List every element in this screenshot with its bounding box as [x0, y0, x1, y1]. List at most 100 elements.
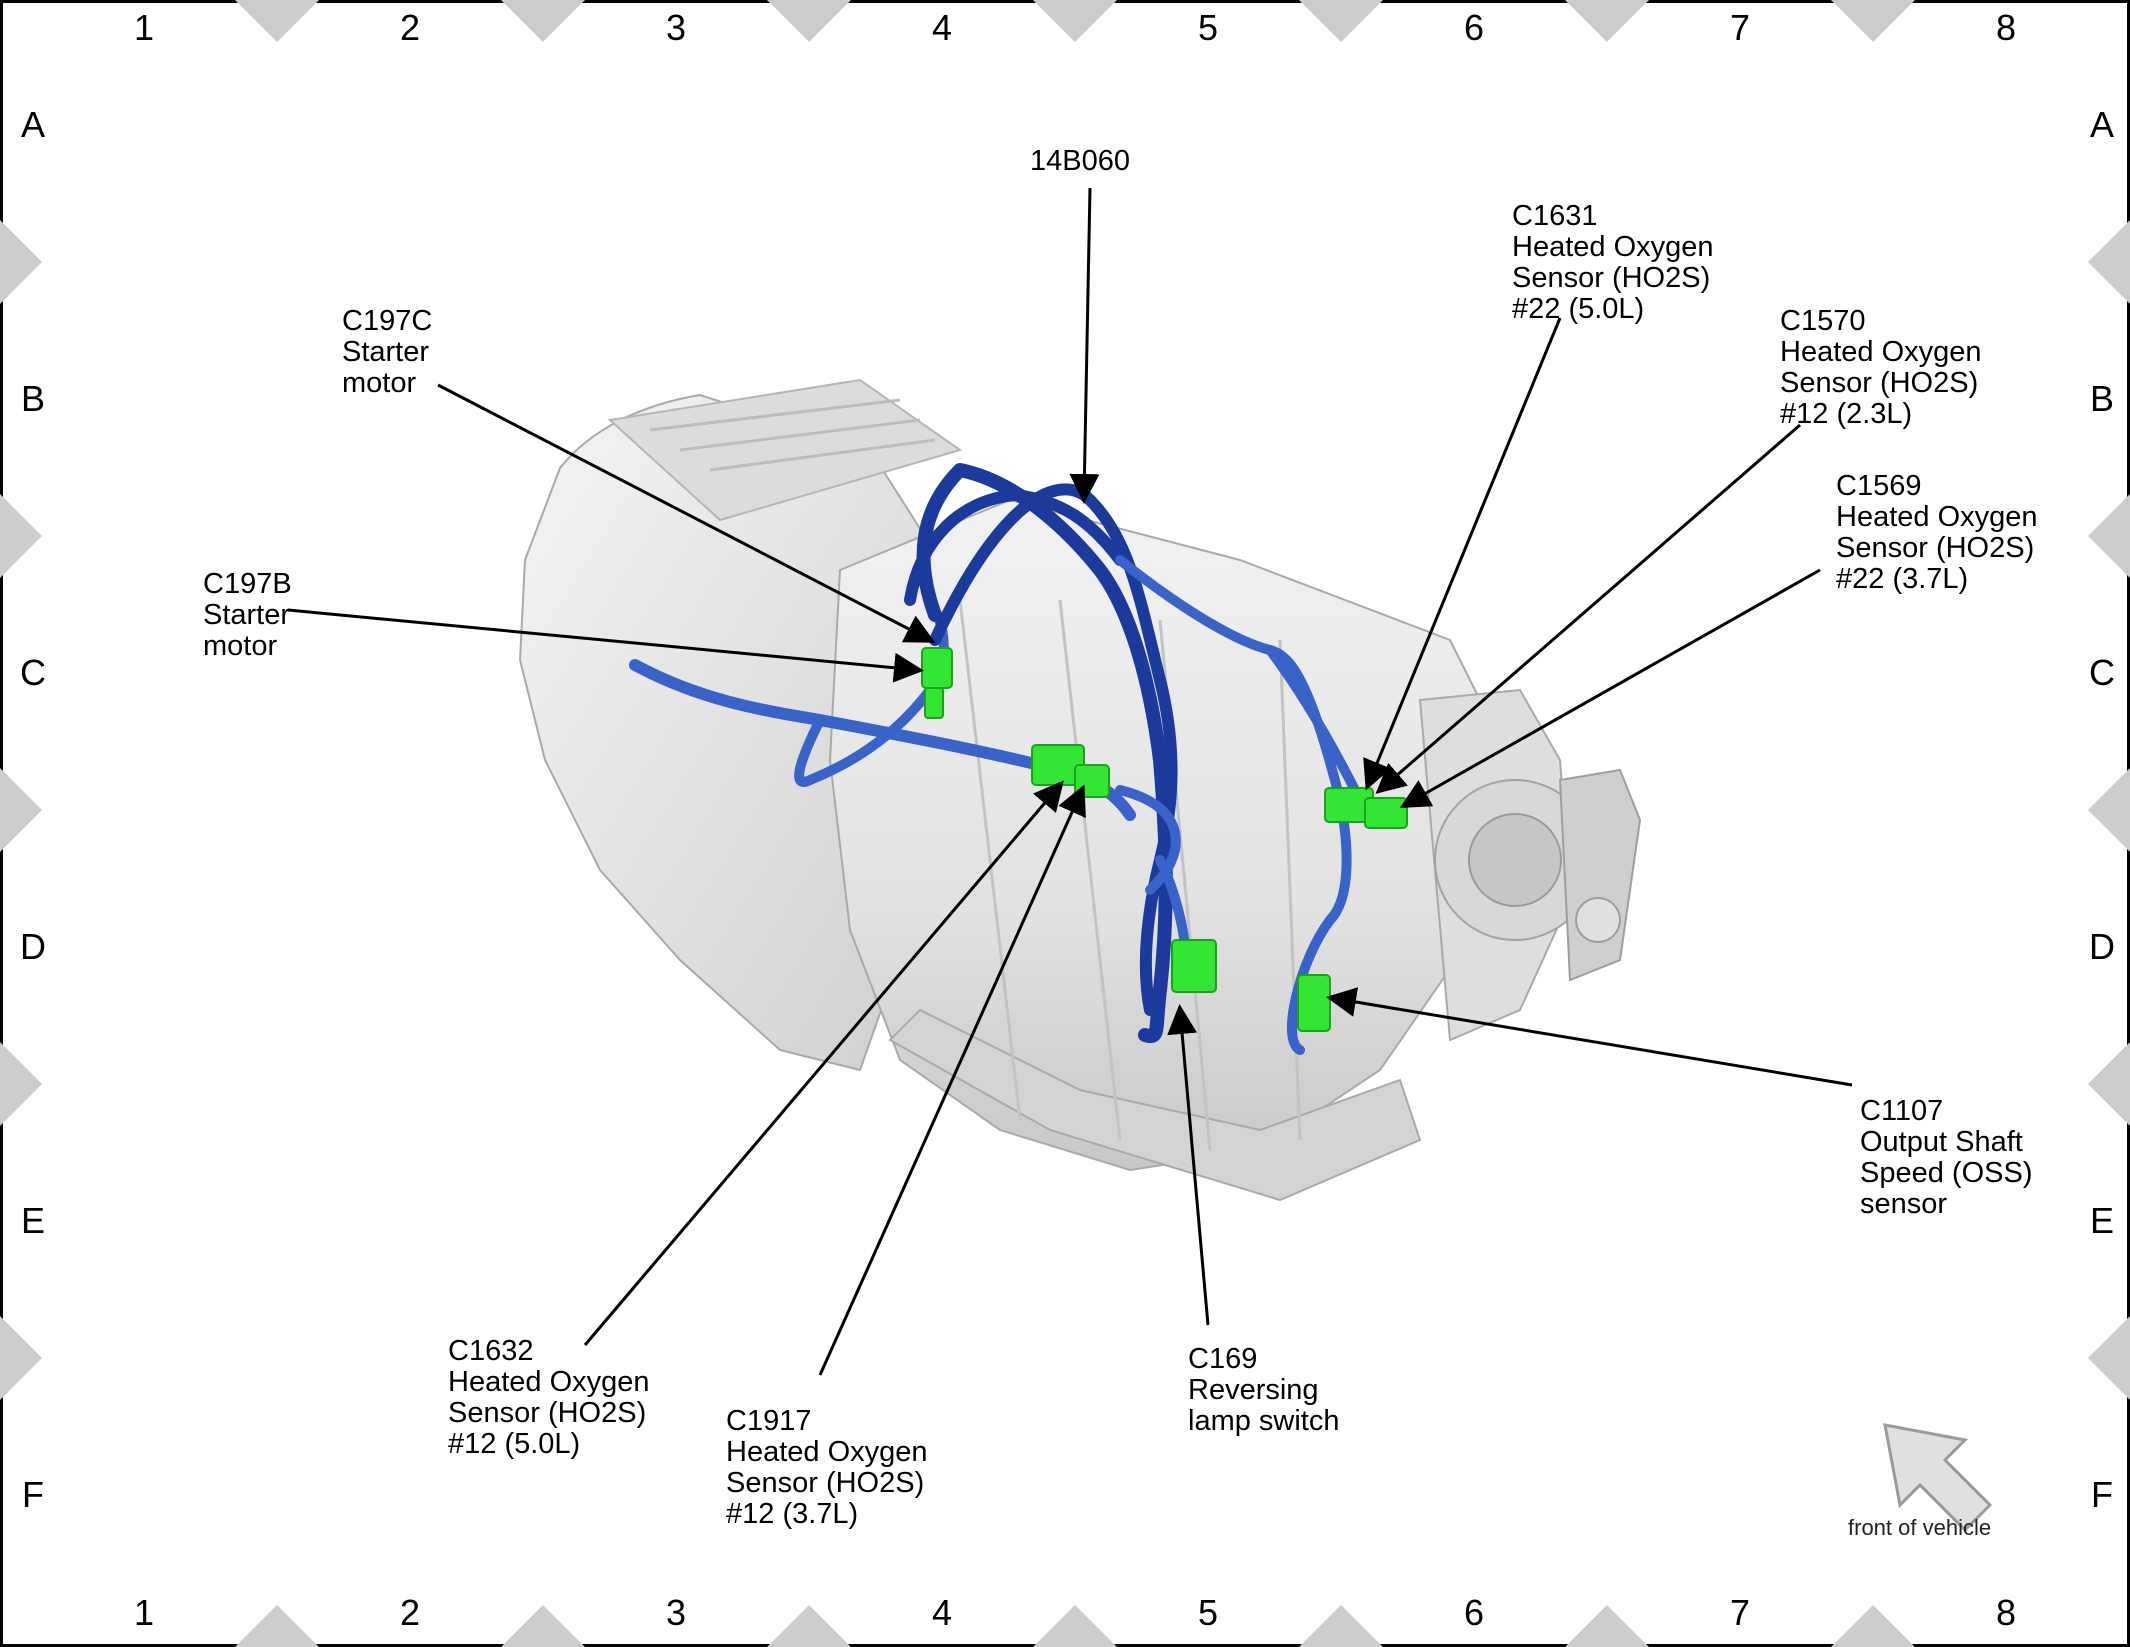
- callout-line: C1569: [1836, 470, 1921, 502]
- grid-column-label: 8: [1996, 7, 2016, 48]
- grid-column-label: 2: [400, 7, 420, 48]
- callout-c1632: C1632 Heated Oxygen Sensor (HO2S) #12 (5…: [448, 1335, 658, 1460]
- callout-c169: C169 Reversing lamp switch: [1188, 1343, 1340, 1437]
- case-detail-lines: [958, 599, 1302, 1151]
- frame-diamond: [235, 1605, 319, 1647]
- frame-diamond: [767, 0, 851, 42]
- callout-c1631: C1631 Heated Oxygen Sensor (HO2S) #22 (5…: [1512, 200, 1722, 325]
- grid-row-label: A: [2090, 104, 2114, 145]
- callout-14b060: 14B060: [1030, 145, 1130, 177]
- callout-line: 14B060: [1030, 145, 1130, 177]
- grid-row-label: F: [2091, 1474, 2113, 1515]
- callout-line: motor: [342, 367, 416, 399]
- grid-column-label: 2: [400, 1592, 420, 1633]
- frame-diamond: [501, 0, 585, 42]
- grid-row-label: D: [2089, 926, 2115, 967]
- frame-diamond: [1033, 1605, 1117, 1647]
- leader-lines: [287, 187, 1853, 1376]
- frame-diamond: [2088, 1042, 2130, 1126]
- frame-diamond: [1831, 0, 1915, 42]
- callout-c197c: C197C Starter motor: [342, 305, 440, 399]
- callout-line: #12 (2.3L): [1780, 398, 1912, 430]
- grid-column-label: 5: [1198, 1592, 1218, 1633]
- yoke: [1558, 768, 1642, 982]
- grid-column-label: 3: [666, 1592, 686, 1633]
- grid-row-label: A: [21, 104, 45, 145]
- grid-column-label: 7: [1730, 7, 1750, 48]
- bell-housing-ribs: [607, 378, 963, 522]
- callout-line: #12 (3.7L): [726, 1498, 858, 1530]
- callout-line: Sensor (HO2S): [726, 1467, 924, 1499]
- callout-line: Heated Oxygen: [448, 1366, 650, 1398]
- connector-c197b: [924, 687, 944, 719]
- frame-diamond: [767, 1605, 851, 1647]
- grid-row-label: B: [2090, 378, 2114, 419]
- harness-branch-c1632: [1115, 785, 1181, 895]
- output-shaft: [1575, 897, 1621, 943]
- callout-line: #12 (5.0L): [448, 1428, 580, 1460]
- callout-line: C197C: [342, 305, 432, 337]
- callout-c1570: C1570 Heated Oxygen Sensor (HO2S) #12 (2…: [1780, 305, 1990, 430]
- grid-column-label: 1: [134, 1592, 154, 1633]
- leader-c1107: [1326, 987, 1853, 1087]
- callout-line: C169: [1188, 1343, 1257, 1375]
- frame-diamond: [235, 0, 319, 42]
- callout-line: sensor: [1860, 1188, 1947, 1220]
- frame-diamond: [1299, 1605, 1383, 1647]
- front-arrow-icon: [1883, 1423, 1993, 1533]
- leader-c169: [1167, 1004, 1210, 1326]
- callout-line: C197B: [203, 568, 292, 600]
- callout-line: Sensor (HO2S): [1836, 532, 2034, 564]
- callout-line: Speed (OSS): [1860, 1157, 2032, 1189]
- harness-trunk: [916, 463, 1173, 1044]
- frame-diamond: [0, 1316, 42, 1400]
- grid-column-label: 6: [1464, 1592, 1484, 1633]
- grid-row-label: B: [21, 378, 45, 419]
- callout-line: C1570: [1780, 305, 1865, 337]
- frame-diamond: [2088, 220, 2130, 304]
- leader-c1631: [1363, 317, 1562, 791]
- callout-line: Heated Oxygen: [1836, 501, 2038, 533]
- flange-hub: [1468, 813, 1562, 907]
- grid-column-label: 5: [1198, 7, 1218, 48]
- frame-diamond: [501, 1605, 585, 1647]
- frame-diamond: [1565, 0, 1649, 42]
- connector-c197c: [921, 647, 953, 689]
- harness-loop: [904, 489, 1126, 606]
- callout-line: Sensor (HO2S): [1780, 367, 1978, 399]
- callout-line: Reversing: [1188, 1374, 1319, 1406]
- frame-diamond: [0, 768, 42, 852]
- rib-lines: [649, 398, 936, 472]
- frame-diamond: [0, 1042, 42, 1126]
- grid-row-label: C: [20, 652, 46, 693]
- callout-c197b: C197B Starter motor: [203, 568, 300, 662]
- callout-line: Heated Oxygen: [1780, 336, 1982, 368]
- callout-line: C1917: [726, 1405, 811, 1437]
- harness-branch-ho2s: [1265, 645, 1365, 805]
- callout-line: C1107: [1860, 1095, 1943, 1127]
- frame-diamond: [1831, 1605, 1915, 1647]
- oil-pan: [888, 1008, 1422, 1202]
- connector-c169: [1171, 939, 1217, 993]
- grid-column-label: 7: [1730, 1592, 1750, 1633]
- frame-diamond: [1033, 0, 1117, 42]
- frame-diamond: [0, 220, 42, 304]
- callout-line: C1631: [1512, 200, 1597, 232]
- callout-line: C1632: [448, 1335, 533, 1367]
- grid-column-label: 4: [932, 1592, 952, 1633]
- callout-line: #22 (5.0L): [1512, 293, 1644, 325]
- frame-diamond: [2088, 494, 2130, 578]
- frame-diamond: [2088, 768, 2130, 852]
- grid-row-label: E: [21, 1200, 45, 1241]
- callout-line: Sensor (HO2S): [1512, 262, 1710, 294]
- leader-c1570: [1375, 423, 1801, 794]
- leader-c197c: [437, 383, 936, 643]
- grid-column-label: 6: [1464, 7, 1484, 48]
- callout-c1569: C1569 Heated Oxygen Sensor (HO2S) #22 (3…: [1836, 470, 2046, 595]
- leader-c1917: [818, 784, 1086, 1376]
- callout-line: Starter: [203, 599, 290, 631]
- callout-line: Output Shaft: [1860, 1126, 2023, 1158]
- callout-line: Heated Oxygen: [726, 1436, 928, 1468]
- callout-line: Heated Oxygen: [1512, 231, 1714, 263]
